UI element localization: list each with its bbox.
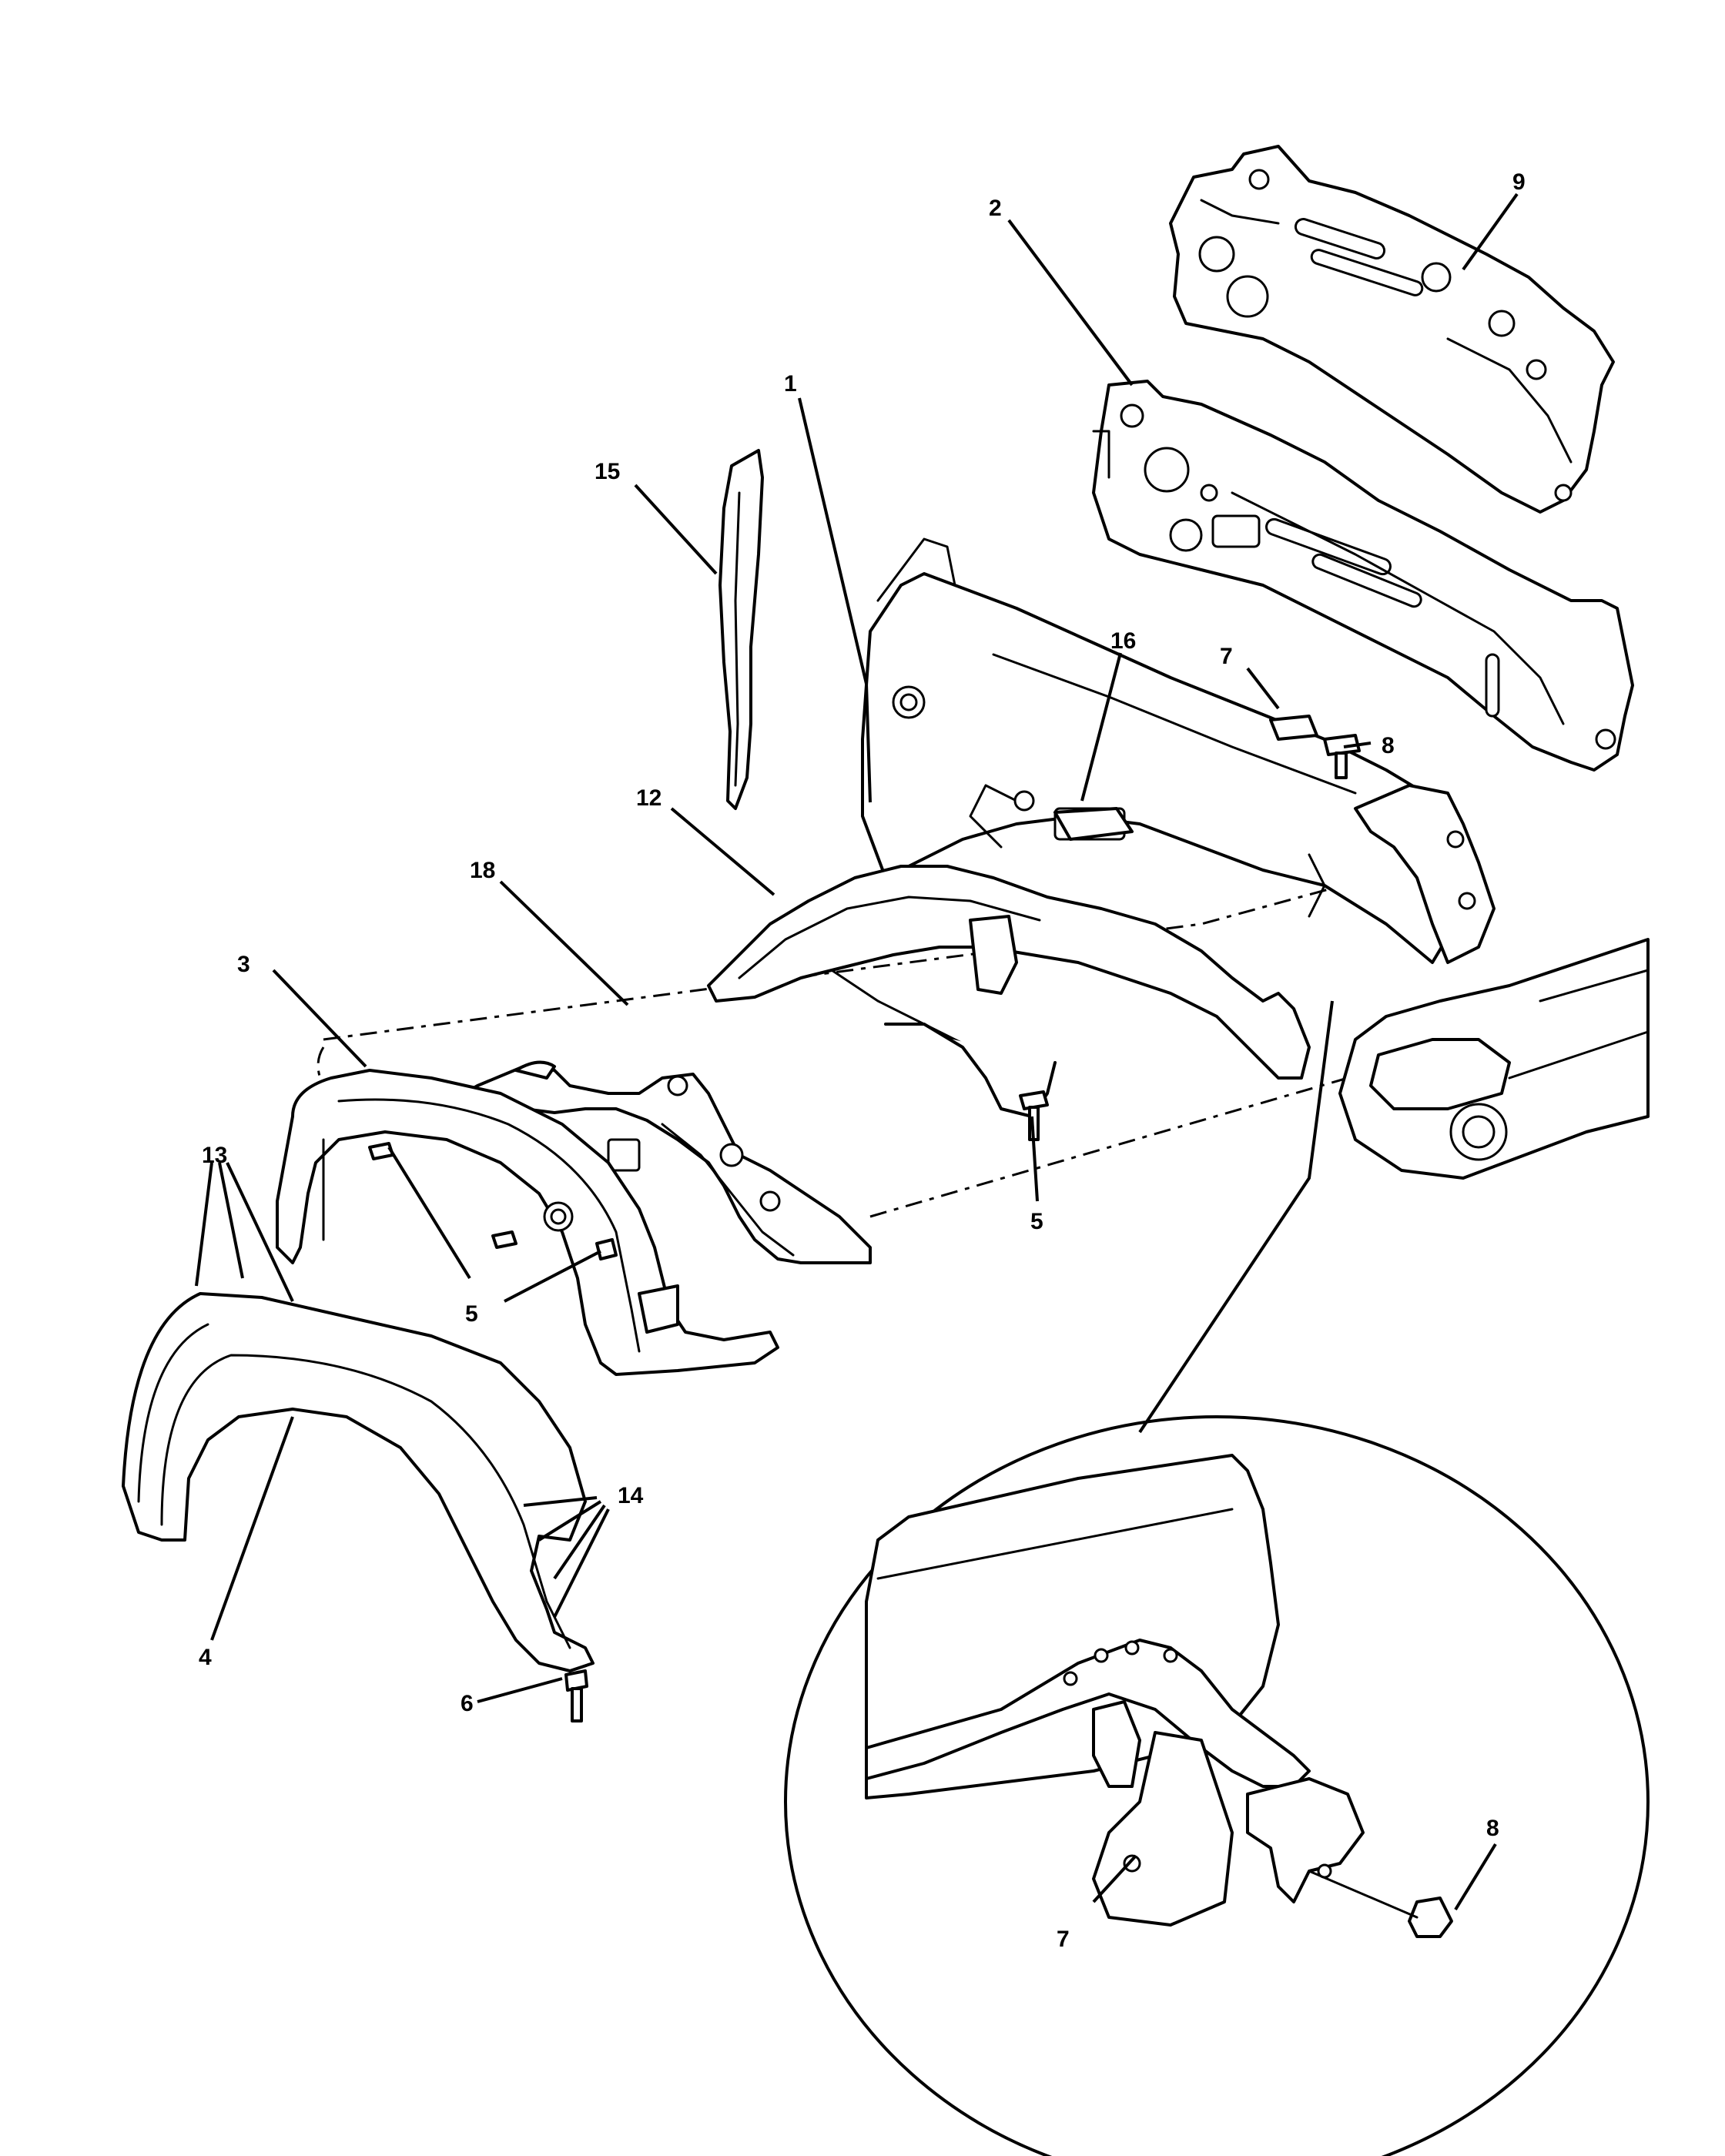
callout-15: 15 [595,459,620,484]
callout-labels: 1 2 3 4 5 5 6 7 7 8 8 9 12 13 14 15 16 1… [199,169,1526,1952]
radiator-support-bracket [1354,784,1496,964]
callout-13: 13 [202,1143,227,1168]
part-4-wheel-flare [122,1292,595,1672]
callout-4: 4 [199,1645,212,1670]
callout-5-b: 5 [465,1301,478,1327]
part-18-reinforcement [430,1060,872,1264]
callout-7-detail: 7 [1057,1927,1070,1952]
callout-2: 2 [989,196,1002,221]
leader-lines [195,192,1519,1911]
part-8-screw-top [1323,734,1361,779]
callout-18: 18 [470,858,495,883]
callout-8-top: 8 [1382,733,1395,758]
part-2-dash-panel [1092,380,1634,772]
callout-6: 6 [461,1691,474,1716]
callout-14: 14 [618,1483,644,1508]
callout-3: 3 [237,952,250,977]
callout-8-detail: 8 [1486,1816,1499,1841]
front-bumper-fascia [1338,938,1650,1180]
callout-12: 12 [636,785,662,811]
part-12-wheelhouse-shield [707,865,1311,1118]
part-9-cowl-panel [1169,145,1615,514]
callout-16: 16 [1110,628,1136,654]
callout-5-a: 5 [1030,1209,1043,1234]
part-3-fender-liner [276,1069,779,1376]
callout-9: 9 [1512,169,1526,195]
part-6-push-pin [564,1669,588,1722]
callout-1: 1 [784,371,797,397]
part-16-bracket [1053,807,1134,841]
callout-7-top: 7 [1220,644,1233,669]
detail-inset-ellipse [784,1415,1650,2156]
part-15-seal-strip [718,449,764,810]
part-7-clip-top [1269,715,1318,741]
